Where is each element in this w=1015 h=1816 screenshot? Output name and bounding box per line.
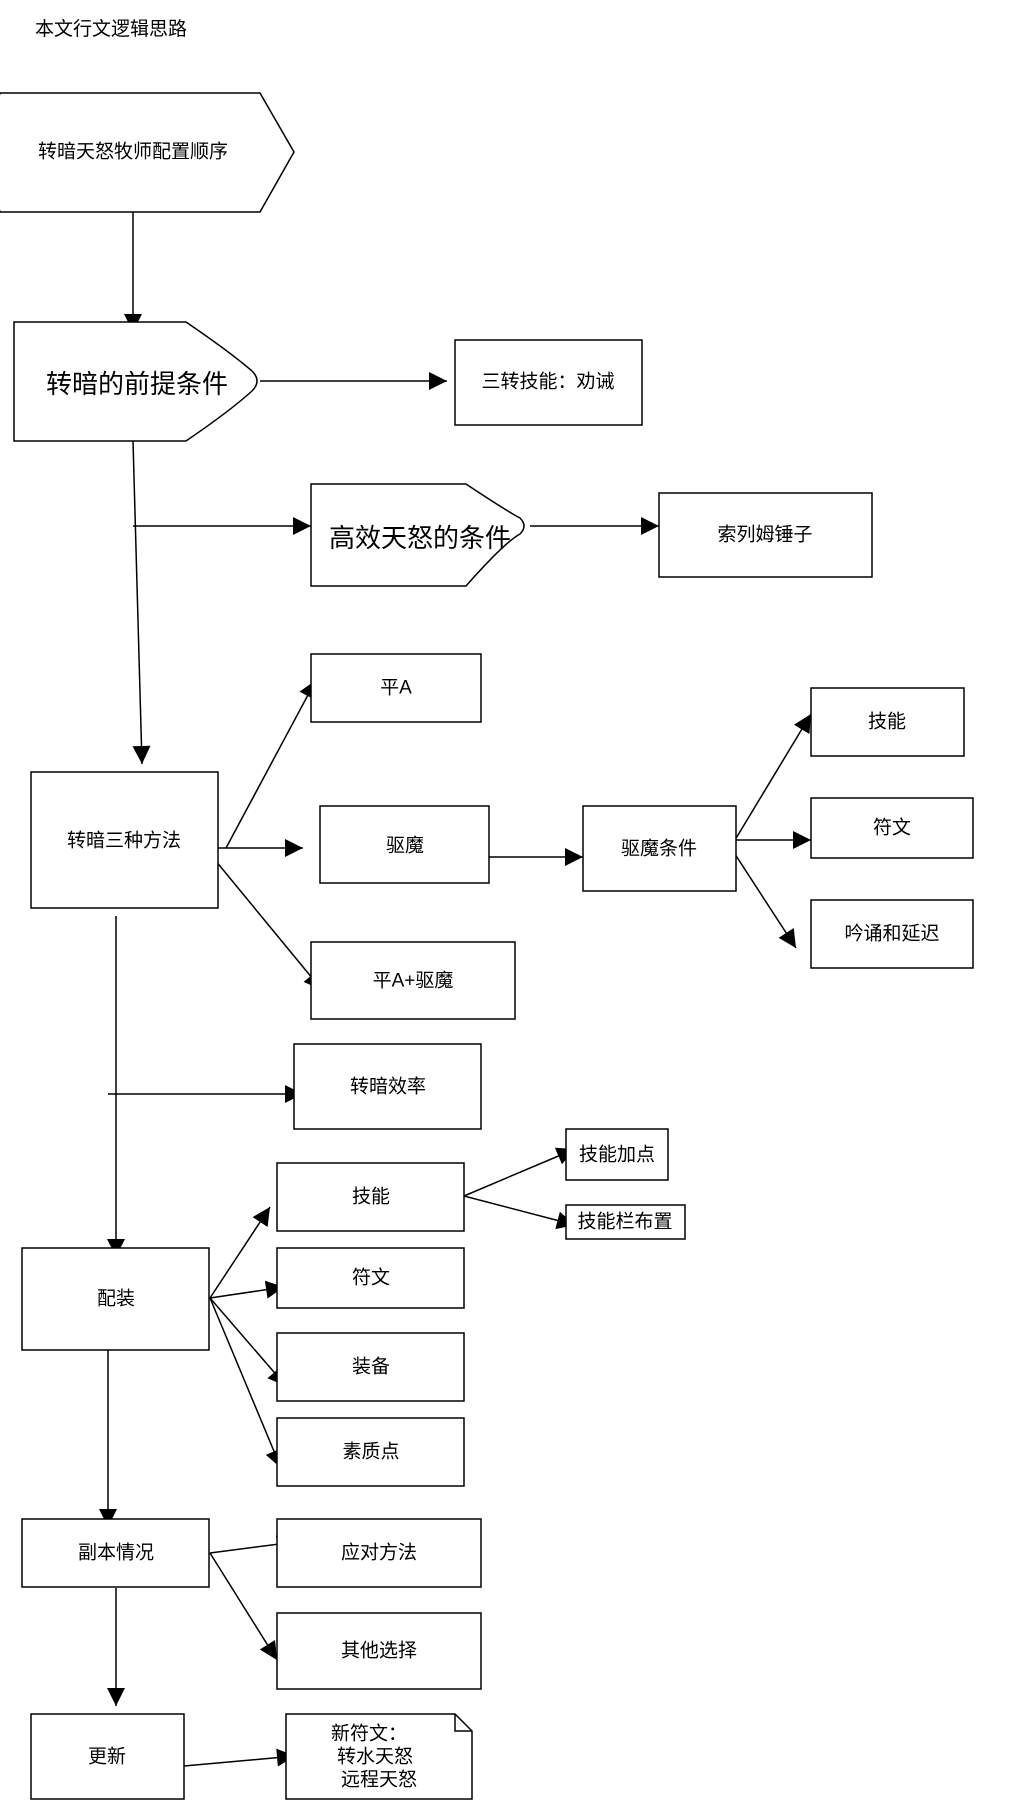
node-skill-points-shape [565, 1128, 669, 1181]
label-build-gear: 装备 [352, 1356, 390, 1378]
node-note-fold [454, 1714, 472, 1732]
node-ping-a-shape [310, 653, 482, 723]
node-build-gear-shape [276, 1332, 465, 1402]
label-update: 更新 [88, 1746, 126, 1768]
node-cond-skill-shape [810, 687, 965, 757]
label-start: 转暗天怒牧师配置顺序 [38, 141, 228, 163]
node-dungeon-shape [21, 1518, 210, 1588]
label-build-attr: 素质点 [342, 1441, 399, 1463]
label-response: 应对方法 [341, 1542, 417, 1564]
arrow-skill-to-points [463, 1147, 576, 1197]
node-methods-shape [30, 771, 219, 909]
node-prereq-shape [13, 321, 258, 442]
label-efficient: 高效天怒的条件 [329, 523, 511, 553]
node-note-shape [285, 1713, 473, 1800]
arrow-prereq-to-methods [132, 440, 151, 765]
node-suoliemu-shape [658, 492, 873, 578]
node-build-shape [21, 1247, 210, 1351]
label-methods: 转暗三种方法 [67, 830, 181, 852]
arrow-dungeon-to-other [209, 1552, 278, 1661]
node-exorcise-cond-shape [582, 805, 737, 892]
label-note-line3: 远程天怒 [341, 1769, 417, 1791]
label-cond-rune: 符文 [873, 817, 911, 839]
label-cond-chant: 吟诵和延迟 [844, 923, 939, 945]
label-other-choice: 其他选择 [341, 1640, 417, 1662]
node-build-rune-shape [276, 1247, 465, 1309]
arrow-skill-to-bar [463, 1195, 576, 1230]
arrow-cond-to-skill [734, 713, 812, 841]
label-build: 配装 [97, 1288, 135, 1310]
arrow-build-to-rune [209, 1280, 285, 1299]
arrow-build-to-gear [209, 1297, 287, 1387]
node-skill-bar-shape [565, 1204, 686, 1240]
node-ping-a-exorcise-shape [310, 941, 516, 1020]
node-sanzhuan-shape [454, 339, 643, 426]
label-suoliemu: 索列姆锤子 [717, 524, 812, 546]
arrow-build-to-skill [209, 1206, 271, 1299]
label-efficiency: 转暗效率 [350, 1076, 426, 1098]
node-update-shape [30, 1713, 185, 1800]
label-note-line1: 新符文： [331, 1723, 407, 1745]
label-skill-bar: 技能栏布置 [577, 1211, 672, 1233]
arrow-methods-to-ping-a [225, 679, 317, 849]
arrow-build-to-attr [209, 1297, 283, 1469]
label-build-skill: 技能 [352, 1186, 390, 1208]
label-exorcise: 驱魔 [386, 835, 424, 857]
node-start-shape [0, 92, 295, 213]
node-exorcise-shape [319, 805, 490, 884]
label-note-line2: 转水天怒 [337, 1746, 413, 1768]
page-title: 本文行文逻辑思路 [35, 19, 188, 40]
node-other-choice-shape [276, 1612, 482, 1690]
label-dungeon: 副本情况 [78, 1542, 154, 1564]
label-build-rune: 符文 [352, 1267, 390, 1289]
arrow-cond-to-chant [730, 847, 797, 949]
labels: 转暗天怒牧师配置顺序 转暗的前提条件 三转技能：劝诫 高效天怒的条件 索列姆锤子… [38, 141, 940, 1791]
node-cond-chant-shape [810, 899, 974, 969]
node-efficiency-shape [293, 1043, 482, 1130]
label-ping-a-exorcise: 平A+驱魔 [373, 970, 454, 992]
node-cond-rune-shape [810, 797, 974, 859]
label-sanzhuan: 三转技能：劝诫 [481, 371, 614, 393]
label-prereq: 转暗的前提条件 [46, 369, 228, 399]
arrow-update-to-note [183, 1748, 296, 1767]
nodes [0, 92, 974, 1800]
label-skill-points: 技能加点 [579, 1144, 655, 1166]
label-cond-skill: 技能 [868, 711, 906, 733]
node-response-shape [276, 1518, 482, 1588]
label-exorcise-cond: 驱魔条件 [621, 838, 697, 860]
arrow-methods-to-ping-a-exorcise [200, 842, 323, 991]
node-efficient-shape [310, 483, 525, 587]
node-build-skill-shape [276, 1162, 465, 1232]
label-ping-a: 平A [380, 678, 412, 699]
node-build-attr-shape [276, 1417, 465, 1487]
